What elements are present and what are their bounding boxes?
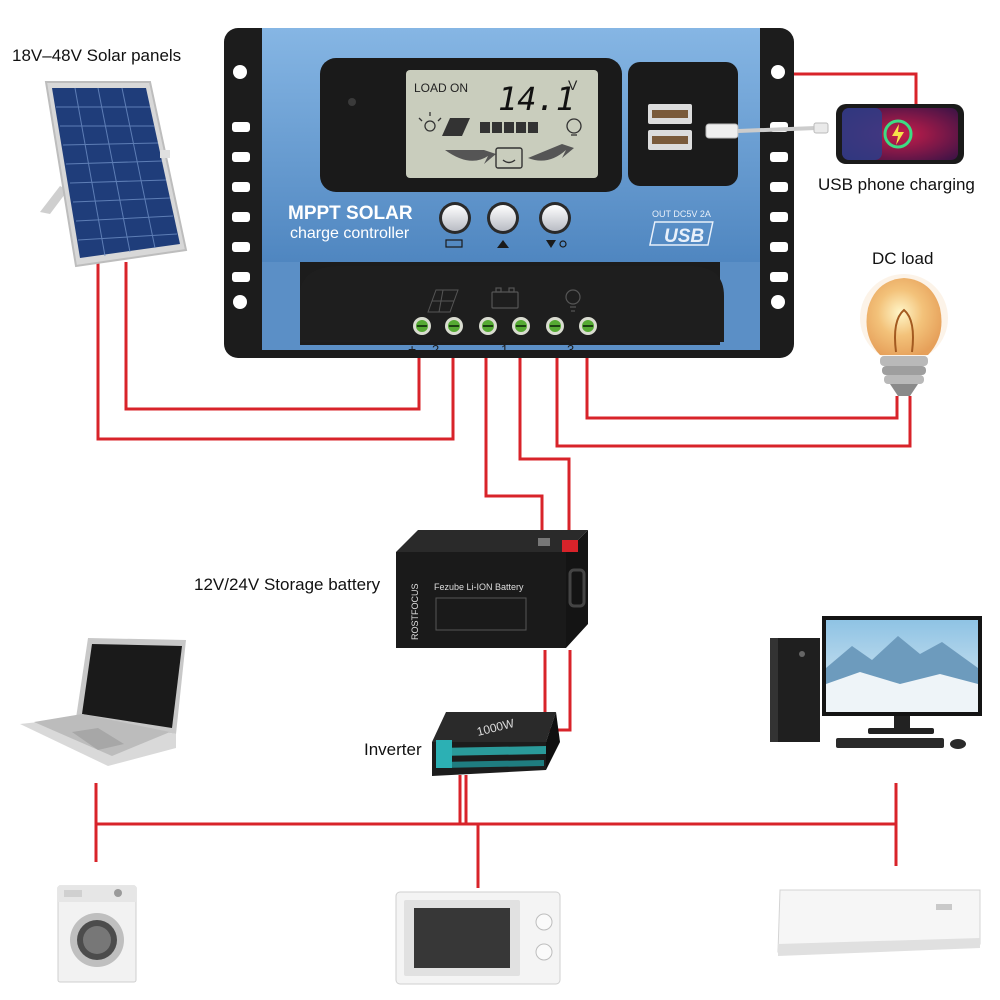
terminal-solar-negative[interactable]	[445, 317, 463, 335]
usb-port-bottom[interactable]	[648, 130, 692, 150]
terminal-load-positive[interactable]	[546, 317, 564, 335]
mount-hole-bl	[233, 295, 247, 309]
wire-load-positive	[555, 340, 912, 448]
lcd-status: LOAD ON	[414, 81, 468, 95]
charge-controller: LOAD ON 14.1 V	[224, 28, 829, 358]
label-solar-panels: 18V–48V Solar panels	[12, 46, 182, 65]
washing-machine-icon	[57, 885, 137, 983]
wire-solar-negative	[96, 262, 455, 441]
terminal-number-2: 2	[432, 342, 439, 357]
wire-load-negative	[585, 340, 899, 420]
usb-port-top[interactable]	[648, 104, 692, 124]
wire-battery-positive	[484, 340, 544, 548]
lcd-panel-icon	[442, 118, 470, 136]
lcd-unit: V	[568, 77, 578, 93]
terminal-housing	[300, 266, 724, 342]
controller-subtitle: charge controller	[290, 225, 410, 242]
lcd-battery-bars-icon	[480, 122, 538, 133]
bulb-icon	[860, 274, 948, 396]
up-button[interactable]	[487, 202, 519, 248]
terminal-load-negative[interactable]	[579, 317, 597, 335]
terminal-sign-plus: +	[408, 341, 416, 357]
terminal-sign-minus: –	[593, 341, 601, 357]
lcd-sun-icon	[418, 112, 442, 132]
lcd-value: 14.1	[498, 80, 575, 118]
mount-hole-tl	[233, 65, 247, 79]
microwave-icon	[395, 891, 561, 985]
lcd-bulb-icon	[566, 118, 582, 136]
phone-icon	[836, 104, 964, 164]
usb-cable	[705, 122, 829, 139]
label-dc-load: DC load	[872, 249, 934, 268]
lcd-battery-face-icon	[495, 147, 523, 169]
label-inverter: Inverter	[364, 740, 422, 759]
wire-solar-positive	[124, 262, 421, 411]
usb-logo: USB	[649, 221, 714, 247]
label-storage-battery: 12V/24V Storage battery	[194, 575, 381, 594]
lcd-flow-arrows-icon	[445, 144, 574, 164]
usb-logo-text: USB	[664, 226, 704, 247]
wire-battery-negative	[518, 340, 571, 548]
terminal-solar-icon	[427, 289, 459, 313]
terminal-battery-negative[interactable]	[512, 317, 530, 335]
battery-icon: ROSTFOCUS Fezube Li-ION Battery	[396, 530, 588, 648]
usb-spec: OUT DC5V 2A	[652, 209, 711, 219]
desktop-pc-icon	[770, 616, 982, 749]
battery-brand: ROSTFOCUS	[410, 583, 420, 640]
down-button[interactable]	[539, 202, 571, 248]
terminal-number-1: 1	[501, 342, 508, 357]
label-usb-phone-charging: USB phone charging	[818, 175, 975, 194]
terminal-battery-positive[interactable]	[479, 317, 497, 335]
mount-hole-tr	[771, 65, 785, 79]
terminal-bulb-icon	[565, 289, 581, 312]
terminal-battery-icon	[491, 287, 519, 309]
inverter-icon: 1000W	[432, 712, 560, 776]
left-vents	[232, 122, 250, 282]
controller-title: MPPT SOLAR	[288, 203, 413, 224]
menu-button[interactable]	[439, 202, 471, 248]
laptop-icon	[20, 638, 186, 766]
indicator-led	[348, 98, 356, 106]
battery-label: Fezube Li-ION Battery	[434, 582, 524, 592]
terminal-solar-positive[interactable]	[413, 317, 431, 335]
terminal-number-3: 3	[567, 342, 574, 357]
air-conditioner-icon	[777, 889, 981, 956]
solar-panel-icon	[40, 81, 188, 268]
mount-hole-br	[771, 295, 785, 309]
